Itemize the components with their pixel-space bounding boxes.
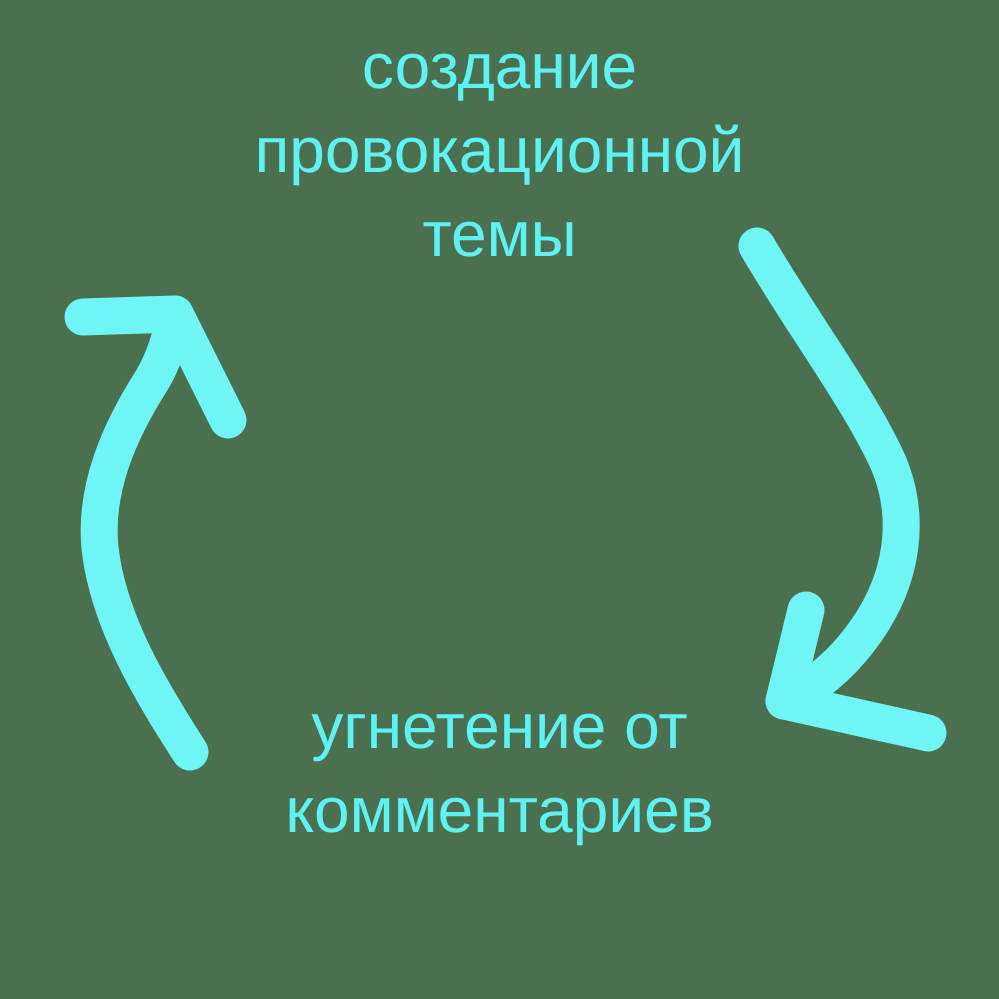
left-arrow <box>64 295 247 771</box>
left-arrow-barb-right <box>156 295 247 439</box>
right-arrow-shaft <box>738 227 920 720</box>
right-arrow-barb-right <box>765 682 947 752</box>
node-label-bottom: угнетение от комментариев <box>285 690 714 846</box>
left-arrow-shaft <box>80 295 209 771</box>
right-arrow <box>738 227 947 752</box>
node-label-top: создание провокационной темы <box>254 30 745 270</box>
